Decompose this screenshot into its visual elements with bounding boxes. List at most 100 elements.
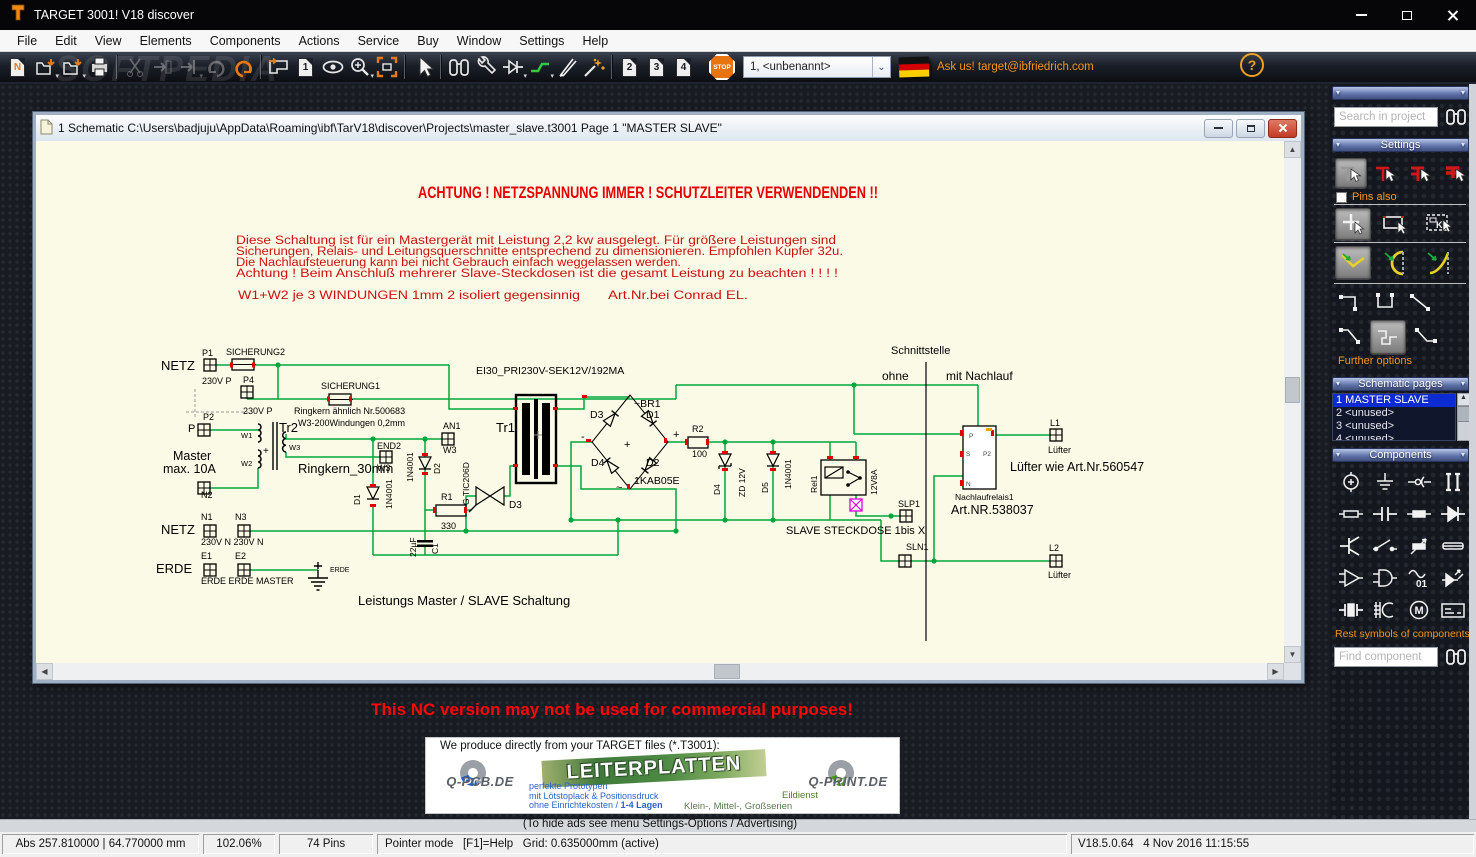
- pages-scrollbar[interactable]: ▲: [1457, 393, 1470, 441]
- signal-01-icon[interactable]: 01: [1402, 562, 1435, 593]
- schematic-page-item[interactable]: 2 <unused>: [1336, 407, 1395, 419]
- magic-wand-icon[interactable]: [580, 54, 607, 81]
- print-icon[interactable]: [85, 54, 112, 81]
- page-2-icon[interactable]: 2: [616, 54, 643, 81]
- route-diagonal-icon[interactable]: [1405, 288, 1437, 318]
- import-component-icon[interactable]: [265, 54, 292, 81]
- switch-icon[interactable]: [1368, 530, 1401, 561]
- connector-plug-icon[interactable]: [1402, 466, 1435, 497]
- further-options-link[interactable]: Further options: [1338, 355, 1412, 367]
- settings-header[interactable]: ▾Settings▾: [1332, 138, 1469, 152]
- bend-curve-icon[interactable]: [1378, 246, 1414, 279]
- pages-scroll-up-icon[interactable]: ▲: [1458, 394, 1469, 406]
- pointer-icon[interactable]: [409, 54, 436, 81]
- select-edge-icon[interactable]: [1370, 158, 1402, 188]
- transformer-icon[interactable]: [1436, 466, 1469, 497]
- search-input[interactable]: [1334, 107, 1438, 127]
- ground-icon[interactable]: [1368, 466, 1401, 497]
- motor-icon[interactable]: M: [1402, 594, 1435, 625]
- capacitor-icon[interactable]: [1368, 498, 1401, 529]
- find-component-input[interactable]: [1334, 647, 1438, 667]
- redo-icon[interactable]: [229, 54, 256, 81]
- bend-soft-icon[interactable]: [1421, 246, 1457, 279]
- scroll-left-icon[interactable]: ◀: [36, 663, 53, 680]
- scroll-down-icon[interactable]: ▼: [1284, 646, 1301, 663]
- crystal-icon[interactable]: [1334, 594, 1367, 625]
- vertical-scrollbar[interactable]: ▲ ▼: [1284, 141, 1301, 663]
- supply-icon[interactable]: [1334, 466, 1367, 497]
- menu-item-components[interactable]: Components: [209, 33, 281, 48]
- route-slope2-icon[interactable]: [1411, 322, 1443, 352]
- menu-item-help[interactable]: Help: [582, 33, 609, 48]
- bend-sharp-icon[interactable]: [1335, 246, 1371, 279]
- qpcb-logo[interactable]: Q-PCB.DE: [430, 755, 530, 808]
- page-1-icon[interactable]: 1: [292, 54, 319, 81]
- scroll-right-icon[interactable]: ▶: [1267, 663, 1284, 680]
- transistor-icon[interactable]: [1334, 530, 1367, 561]
- child-minimize-button[interactable]: [1204, 118, 1233, 138]
- scroll-up-icon[interactable]: ▲: [1284, 141, 1301, 158]
- route-corner-icon[interactable]: [1335, 288, 1367, 318]
- save-project-icon[interactable]: ▾: [58, 54, 86, 81]
- select-segment-icon[interactable]: [1405, 158, 1437, 188]
- close-button[interactable]: [1430, 0, 1476, 30]
- undo-icon[interactable]: [202, 54, 229, 81]
- opamp-icon[interactable]: [1334, 562, 1367, 593]
- copy-icon[interactable]: [148, 54, 175, 81]
- resistor-icon[interactable]: [1334, 498, 1367, 529]
- draw-pen-icon[interactable]: [553, 54, 580, 81]
- select-area-icon[interactable]: [1378, 208, 1414, 240]
- schematic-window[interactable]: 1 Schematic C:\Users\badjuju\AppData\Roa…: [32, 111, 1305, 684]
- sidebar-scroll-strip[interactable]: [1469, 84, 1476, 819]
- menu-item-file[interactable]: File: [17, 33, 38, 48]
- sidebar-collapse-bar[interactable]: ▾▾: [1332, 86, 1469, 100]
- help-icon[interactable]: ?: [1240, 53, 1264, 77]
- pages-scroll-thumb[interactable]: [1458, 406, 1469, 422]
- select-k-area-icon[interactable]: K: [1421, 208, 1457, 240]
- component-tool-icon[interactable]: ▾: [499, 54, 527, 81]
- schematic-page-item[interactable]: 4 <unused>: [1336, 433, 1395, 441]
- paste-icon[interactable]: ▾: [175, 54, 203, 81]
- open-project-icon[interactable]: ▾: [31, 54, 59, 81]
- components-header[interactable]: ▾Components▾: [1332, 448, 1469, 462]
- diode-icon[interactable]: [1436, 498, 1469, 529]
- menu-item-buy[interactable]: Buy: [417, 33, 439, 48]
- route-u-icon[interactable]: [1370, 288, 1402, 318]
- stop-icon[interactable]: STOP: [709, 54, 735, 80]
- wrench-icon[interactable]: [472, 54, 499, 81]
- ad-banner[interactable]: We produce directly from your TARGET fil…: [425, 737, 900, 814]
- schematic-canvas[interactable]: ACHTUNG ! NETZSPANNUNG IMMER ! SCHUTZLEI…: [36, 141, 1284, 663]
- page-4-icon[interactable]: 4: [670, 54, 697, 81]
- route-zigzag-icon[interactable]: [1370, 320, 1406, 354]
- schematic-pages-header[interactable]: ▾Schematic pages▾: [1332, 377, 1469, 391]
- vertical-scroll-thumb[interactable]: [1285, 377, 1300, 403]
- connector-box-icon[interactable]: [1436, 594, 1469, 625]
- route-slope-icon[interactable]: [1335, 322, 1367, 352]
- child-close-button[interactable]: [1268, 118, 1297, 138]
- minimize-button[interactable]: [1338, 0, 1384, 30]
- rest-symbols-link[interactable]: Rest symbols of components: [1335, 628, 1470, 640]
- menu-item-actions[interactable]: Actions: [298, 33, 340, 48]
- german-flag-icon[interactable]: [898, 56, 930, 78]
- menu-item-service[interactable]: Service: [357, 33, 400, 48]
- cut-icon[interactable]: [121, 54, 148, 81]
- fuse-icon[interactable]: [1436, 530, 1469, 561]
- add-node-icon[interactable]: [1335, 208, 1371, 240]
- menu-item-edit[interactable]: Edit: [55, 33, 77, 48]
- schematic-page-item[interactable]: 3 <unused>: [1336, 420, 1395, 432]
- child-restore-button[interactable]: [1236, 118, 1265, 138]
- wire-tool-icon[interactable]: ▾: [526, 54, 554, 81]
- menu-item-settings[interactable]: Settings: [519, 33, 565, 48]
- potentiometer-icon[interactable]: [1402, 530, 1435, 561]
- optocoupler-icon[interactable]: [1436, 562, 1469, 593]
- schematic-page-item[interactable]: 1 MASTER SLAVE: [1333, 394, 1455, 407]
- menu-item-view[interactable]: View: [94, 33, 122, 48]
- smd-resistor-icon[interactable]: [1402, 498, 1435, 529]
- qprint-logo[interactable]: Q-PRINT.DE: [798, 755, 898, 808]
- project-dropdown[interactable]: 1, <unbenannt> ⌄: [743, 56, 891, 78]
- schematic-window-titlebar[interactable]: 1 Schematic C:\Users\badjuju\AppData\Roa…: [36, 115, 1301, 141]
- pins-also-checkbox[interactable]: [1336, 192, 1347, 203]
- page-3-icon[interactable]: 3: [643, 54, 670, 81]
- zoom-icon[interactable]: ▾: [346, 54, 374, 81]
